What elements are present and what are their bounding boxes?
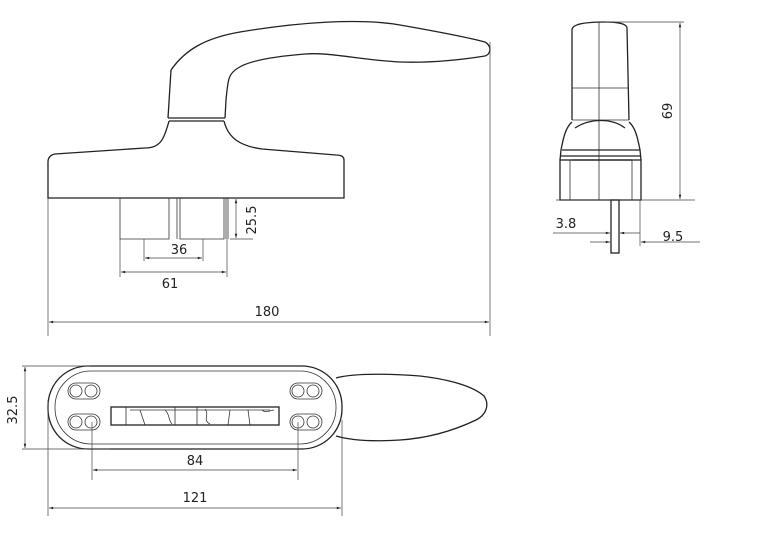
side-view: 69 3.8 9.5 (553, 21, 700, 254)
dim-label-69: 69 (661, 103, 676, 120)
handle-lever (170, 20, 491, 119)
dim-label-61: 61 (162, 277, 179, 292)
dim-label-9-5: 9.5 (663, 230, 684, 245)
handle-shank (167, 69, 172, 119)
dim-label-25-5: 25.5 (245, 206, 260, 235)
spindle-slot (110, 406, 280, 426)
dim-lines-front (47, 42, 491, 336)
handle-band (168, 117, 225, 122)
handle-base (47, 120, 345, 199)
base-plate-inner (54, 370, 337, 445)
slot-detail (125, 407, 275, 426)
dim-label-32-5: 32.5 (6, 396, 21, 425)
bottom-view: 32.5 84 121 (6, 365, 488, 516)
side-base (559, 159, 642, 201)
side-handle (571, 21, 630, 121)
side-spindle (610, 199, 620, 254)
dim-lines-side (556, 21, 695, 246)
dim-label-36: 36 (171, 243, 188, 258)
dim-lines-bottom (22, 365, 343, 516)
dim-label-84: 84 (187, 454, 204, 469)
screw-holes (67, 382, 323, 431)
side-base-lines (569, 160, 633, 200)
bottom-lever (335, 373, 488, 442)
front-view: 25.5 36 61 180 (47, 20, 491, 336)
dim-label-3-8: 3.8 (556, 217, 577, 232)
dim-label-121: 121 (183, 491, 208, 506)
spindle-blocks (119, 198, 229, 240)
side-flare (559, 119, 642, 161)
side-center-lines (572, 22, 629, 200)
dim-label-180: 180 (255, 305, 280, 320)
